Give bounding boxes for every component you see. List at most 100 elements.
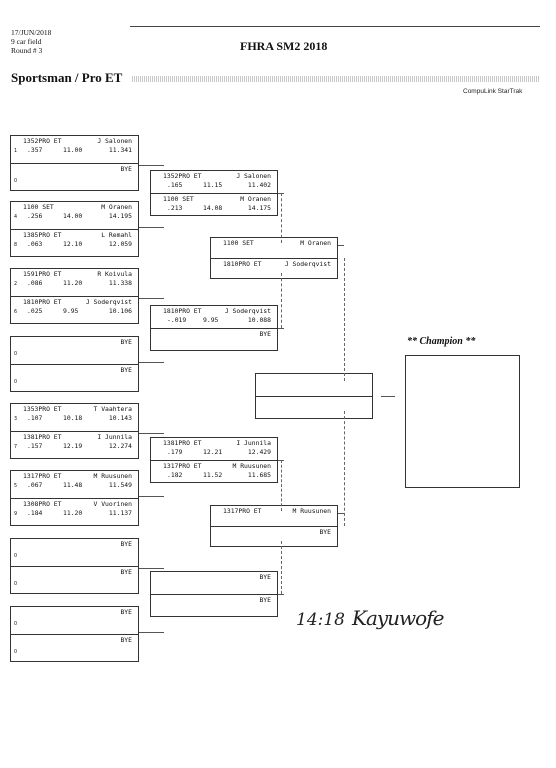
- seed-number: 0: [14, 380, 18, 385]
- match-divider: [11, 229, 138, 230]
- seed-line: 0: [14, 552, 134, 561]
- dial-in: 12.19: [63, 442, 83, 450]
- elapsed-time: 11.338: [108, 279, 132, 287]
- connector-line: [139, 433, 164, 434]
- connector-dash: [344, 258, 345, 381]
- bye-label: BYE: [120, 608, 132, 616]
- driver-name: I Junnila: [236, 439, 271, 447]
- elapsed-time: 10.088: [247, 316, 271, 324]
- car-number: 1810PRO ET: [163, 307, 202, 315]
- dial-in: 11.52: [203, 471, 223, 479]
- car-number: 1100 SET: [223, 239, 254, 247]
- seed-line: 0: [14, 350, 134, 359]
- match-divider: [11, 296, 138, 297]
- connector-line: [139, 632, 164, 633]
- reaction-time: .182: [167, 471, 183, 479]
- class-title: Sportsman / Pro ET: [11, 70, 123, 85]
- elapsed-time: 11.341: [108, 146, 132, 154]
- reaction-time: .157: [27, 442, 43, 450]
- match-divider: [211, 258, 337, 259]
- bye-line: BYE: [15, 165, 134, 174]
- entry-line: 1381PRO ET I Junnila: [15, 433, 134, 442]
- elapsed-time: 11.137: [108, 509, 132, 517]
- car-number: 1352PRO ET: [23, 137, 62, 145]
- seed-line: 0: [14, 580, 134, 589]
- race-date: 17/JUN/2018: [11, 28, 52, 37]
- seed-number: 0: [14, 554, 18, 559]
- seed-number: 0: [14, 179, 18, 184]
- match-divider: [11, 163, 138, 164]
- driver-name: J Soderqvist: [284, 260, 331, 268]
- driver-name: J Salonen: [97, 137, 132, 145]
- entry-line: 1810PRO ET J Soderqvist: [15, 298, 134, 307]
- connector-line: [139, 227, 164, 228]
- seed-line: 0: [14, 378, 134, 387]
- driver-name: J Salonen: [236, 172, 271, 180]
- reaction-time: .063: [27, 240, 43, 248]
- header-hatch: [132, 76, 540, 82]
- driver-name: I Junnila: [97, 433, 132, 441]
- connector-line: [139, 496, 164, 497]
- connector-line: [139, 568, 164, 569]
- champion-label: ** Champion **: [407, 336, 476, 347]
- bye-line: BYE: [15, 540, 134, 549]
- car-number: 1317PRO ET: [23, 472, 62, 480]
- seed-number: 9: [14, 512, 18, 517]
- bye-label: BYE: [120, 540, 132, 548]
- dial-in: 11.48: [63, 481, 83, 489]
- connector-dash: [281, 273, 282, 328]
- connector-line: [139, 298, 164, 299]
- dial-in: 10.18: [63, 414, 83, 422]
- bye-label: BYE: [259, 330, 271, 338]
- car-number: 1100 SET: [163, 195, 194, 203]
- car-number: 1317PRO ET: [223, 507, 262, 515]
- bye-label: BYE: [259, 596, 271, 604]
- dial-in: 12.10: [63, 240, 83, 248]
- elapsed-time: 14.175: [247, 204, 271, 212]
- seed-line: 0: [14, 648, 134, 657]
- bye-label: BYE: [120, 366, 132, 374]
- bye-line: BYE: [15, 608, 134, 617]
- car-number: 1317PRO ET: [163, 462, 202, 470]
- driver-name: M Oranen: [101, 203, 132, 211]
- reaction-time: .179: [167, 448, 183, 456]
- bye-label: BYE: [120, 338, 132, 346]
- car-number: 1810PRO ET: [23, 298, 62, 306]
- connector-line: [338, 513, 344, 514]
- bye-label: BYE: [120, 568, 132, 576]
- connector-line: [381, 396, 395, 397]
- bye-line: BYE: [155, 330, 273, 339]
- dial-in: 14.00: [63, 212, 83, 220]
- seed-number: 0: [14, 352, 18, 357]
- reaction-time: .184: [27, 509, 43, 517]
- seed-number: 8: [14, 243, 18, 248]
- car-number: 1381PRO ET: [23, 433, 62, 441]
- connector-line: [338, 245, 344, 246]
- driver-name: V Vuorinen: [93, 500, 132, 508]
- reaction-time: .357: [27, 146, 43, 154]
- driver-name: J Soderqvist: [85, 298, 132, 306]
- elapsed-time: 12.059: [108, 240, 132, 248]
- car-number: 1810PRO ET: [223, 260, 262, 268]
- driver-name: L Remahl: [101, 231, 132, 239]
- match-divider: [211, 526, 337, 527]
- elapsed-time: 12.274: [108, 442, 132, 450]
- seed-number: 2: [14, 282, 18, 287]
